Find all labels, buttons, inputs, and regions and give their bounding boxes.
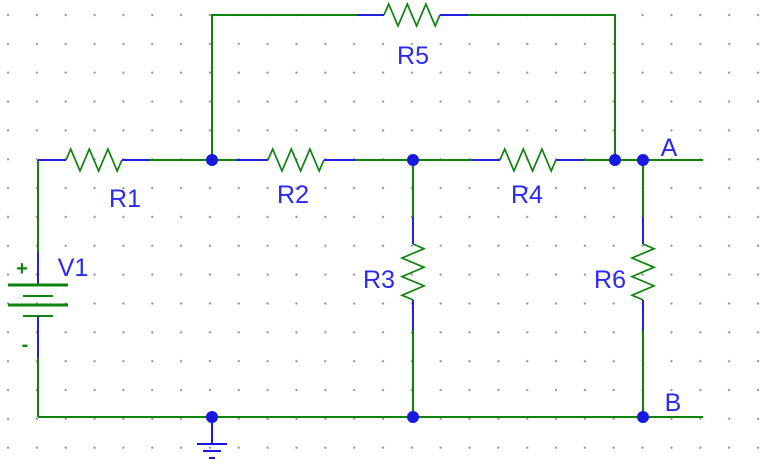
ground-symbol[interactable]	[197, 417, 227, 459]
junction-dot	[407, 411, 419, 423]
resistor-zigzag	[629, 243, 657, 301]
resistor-zigzag	[267, 146, 325, 174]
node-label-b[interactable]: B	[665, 389, 682, 417]
junction-dot	[206, 411, 218, 423]
resistor-zigzag	[399, 243, 427, 301]
resistor-r5[interactable]: R5	[357, 1, 468, 70]
resistor-r3[interactable]: R3	[363, 217, 427, 331]
wire-segment[interactable]	[468, 14, 616, 160]
node-label-a[interactable]: A	[661, 134, 678, 162]
resistor-r2[interactable]: R2	[236, 146, 355, 209]
junction-dot	[609, 154, 621, 166]
resistor-r3-label[interactable]: R3	[363, 266, 395, 294]
junction-dot	[637, 154, 649, 166]
resistor-zigzag	[499, 146, 557, 174]
wire-segment[interactable]	[211, 14, 357, 160]
resistor-r1-label[interactable]: R1	[109, 185, 141, 213]
junction-dot	[637, 411, 649, 423]
resistor-r5-label[interactable]: R5	[397, 42, 429, 70]
voltage-source-v1-label[interactable]: V1	[58, 254, 89, 282]
resistor-r2-label[interactable]: R2	[277, 181, 309, 209]
resistor-zigzag	[383, 1, 441, 29]
resistor-zigzag	[65, 146, 123, 174]
plus-polarity-mark: +	[16, 258, 28, 280]
resistor-r4-label[interactable]: R4	[511, 181, 543, 209]
resistor-r4[interactable]: R4	[472, 146, 584, 209]
resistor-r1[interactable]: R1	[38, 146, 150, 213]
junction-dot	[206, 154, 218, 166]
resistor-r6-label[interactable]: R6	[594, 266, 626, 294]
resistor-r6[interactable]: R6	[594, 217, 657, 331]
voltage-source-v1[interactable]: + - V1	[8, 252, 88, 358]
junction-dot	[407, 154, 419, 166]
minus-polarity-mark: -	[22, 334, 29, 356]
